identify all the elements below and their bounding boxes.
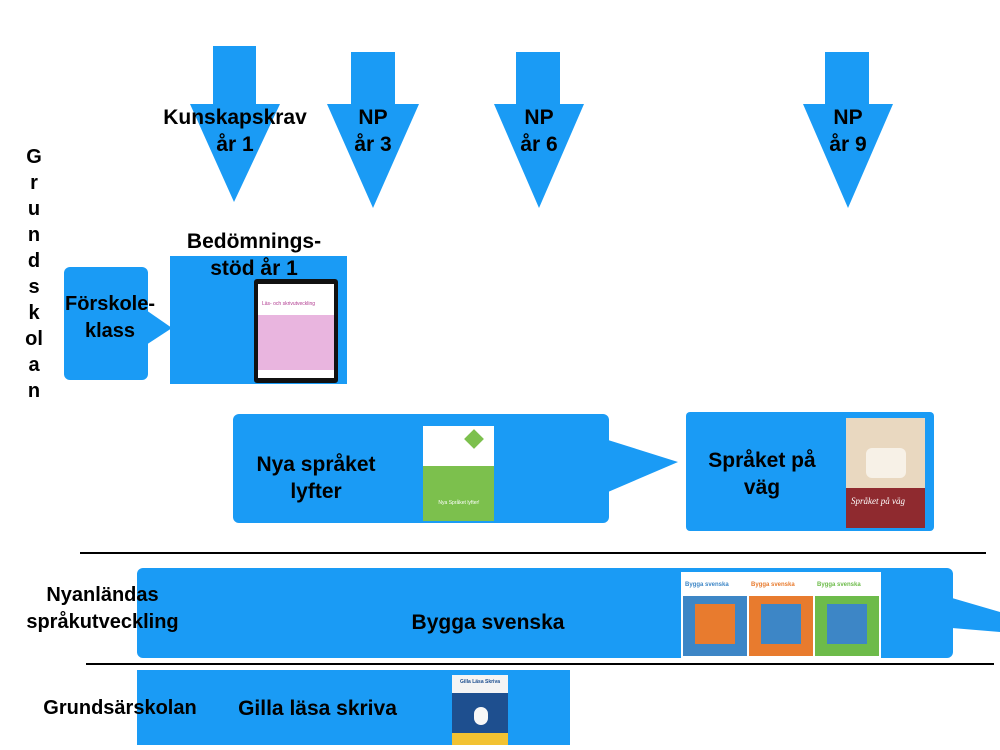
bedomningsstod-cover-title: Läs- och skrivutveckling (262, 301, 316, 307)
side-label-letter: r (30, 172, 38, 194)
arrow-np3 (327, 52, 419, 208)
bygga-cover-title-2: Bygga svenska (751, 582, 795, 588)
arrow-label-np3: NP år 3 (328, 104, 418, 158)
forskoleklass-box (64, 267, 148, 380)
bygga-cover-title-3: Bygga svenska (817, 582, 861, 588)
arrow-label-line1: NP (833, 106, 863, 129)
nyanlandas-line1: Nyanländas (46, 584, 159, 606)
arrow-label-line1: NP (358, 106, 388, 129)
arrow-label-line1: NP (524, 106, 554, 129)
spraket-pa-vag-line1: Språket på (708, 449, 816, 472)
forskoleklass-pointer (146, 310, 172, 345)
side-label-letter: a (28, 354, 40, 376)
nya-spraket-cover: Nya Språket lyfter! (423, 426, 494, 521)
forskoleklass-line2: klass (84, 320, 136, 342)
arrow-label-np6: NP år 6 (494, 104, 584, 158)
spraket-pa-vag-label: Språket på väg (692, 447, 832, 501)
side-label-letter: n (27, 380, 41, 402)
arrow-label-line2: år 6 (520, 133, 558, 156)
arrow-label-line1: Kunskapskrav (163, 106, 307, 129)
grundsarskolan-label: Grundsärskolan (43, 697, 197, 719)
side-label-letter: G (26, 146, 42, 168)
bygga-svenska-covers: Bygga svenska Bygga svenska Bygga svensk… (681, 572, 881, 658)
gilla-lasa-label: Gilla läsa skriva (238, 697, 397, 720)
nyanlandas-label: Nyanländas språkutveckling (0, 582, 205, 636)
gilla-lasa-cover: Gilla Läsa Skriva (452, 675, 508, 745)
nya-spraket-line2: lyfter (290, 480, 342, 503)
arrow-label-line2: år 3 (354, 133, 392, 156)
bygga-svenska-pointer (952, 598, 1000, 632)
side-label-letter: n (27, 224, 41, 246)
bygga-cover-title-1: Bygga svenska (685, 582, 729, 588)
spraket-pa-vag-cover: Språket på väg (846, 418, 925, 528)
spraket-pa-vag-cover-title: Språket på väg (851, 496, 905, 506)
nya-spraket-line1: Nya språket (256, 453, 376, 476)
arrow-label-np9: NP år 9 (803, 104, 893, 158)
bedomningsstod-cover: Läs- och skrivutveckling (254, 279, 338, 383)
side-label-letter: k (28, 302, 40, 324)
arrow-label-line2: år 9 (829, 133, 867, 156)
nya-spraket-box (233, 414, 609, 523)
arrow-label-line2: år 1 (216, 133, 254, 156)
bedomningsstod-label: Bedömnings- stöd år 1 (165, 228, 343, 282)
side-label-grundskolan: G r u n d s k ol a n (14, 144, 54, 404)
side-label-letter: ol (25, 328, 43, 350)
side-label-letter: u (27, 198, 41, 220)
nya-spraket-cover-title: Nya Språket lyfter! (438, 500, 480, 506)
divider-line (80, 552, 986, 554)
arrow-np9 (803, 52, 893, 208)
side-label-letter: s (28, 276, 40, 298)
arrow-np6 (494, 52, 584, 208)
bedomningsstod-line1: Bedömnings- (186, 230, 322, 253)
divider-line (86, 663, 994, 665)
forskoleklass-line1: Förskole- (64, 293, 156, 315)
nyanlandas-line2: språkutveckling (26, 611, 179, 633)
arrow-kunskapskrav (190, 46, 280, 202)
gilla-lasa-cover-title: Gilla Läsa Skriva (459, 679, 501, 685)
spraket-pa-vag-line2: väg (743, 476, 781, 499)
forskoleklass-label: Förskole- klass (50, 291, 170, 345)
nya-spraket-pointer (608, 440, 678, 492)
bygga-svenska-label: Bygga svenska (411, 611, 565, 634)
nya-spraket-label: Nya språket lyfter (236, 451, 396, 505)
bedomningsstod-line2: stöd år 1 (210, 257, 298, 280)
arrow-label-kunskapskrav: Kunskapskrav år 1 (150, 104, 320, 158)
side-label-letter: d (27, 250, 41, 272)
